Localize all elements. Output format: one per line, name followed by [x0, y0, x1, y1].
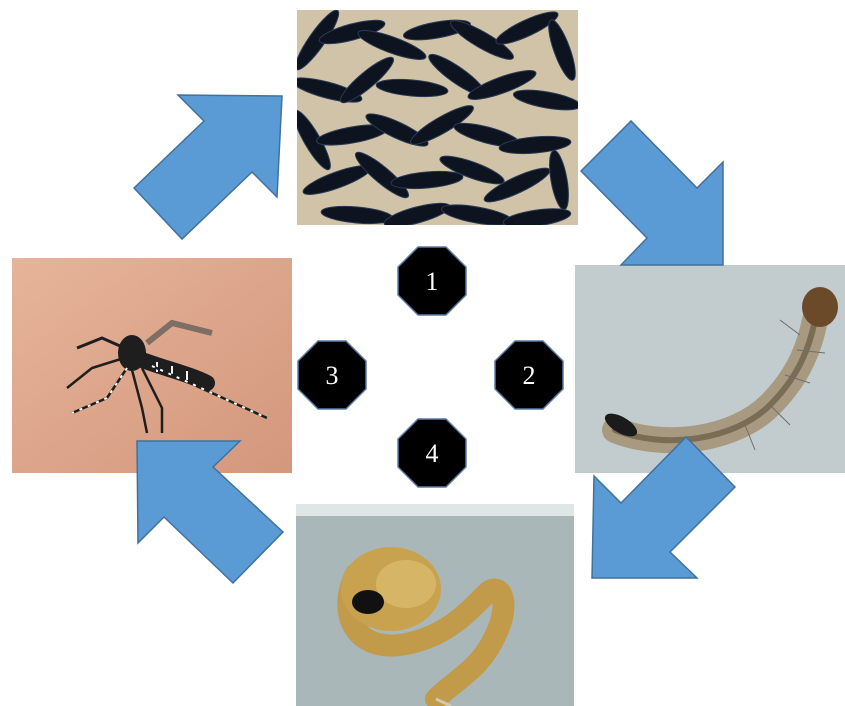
arrow-eggs-to-larva [581, 121, 723, 265]
eggs-photo [297, 10, 578, 225]
stage-number: 3 [297, 340, 367, 410]
stage-badge-2: 2 [494, 340, 564, 410]
arrow-adult-to-eggs [134, 95, 282, 239]
adult-photo [12, 258, 292, 473]
stage-number: 4 [397, 418, 467, 488]
stage-badge-1: 1 [397, 246, 467, 316]
stage-number: 1 [397, 246, 467, 316]
stage-badge-4: 4 [397, 418, 467, 488]
stage-number: 2 [494, 340, 564, 410]
larva-photo [575, 265, 845, 473]
stage-badge-3: 3 [297, 340, 367, 410]
pupa-photo [296, 504, 574, 706]
